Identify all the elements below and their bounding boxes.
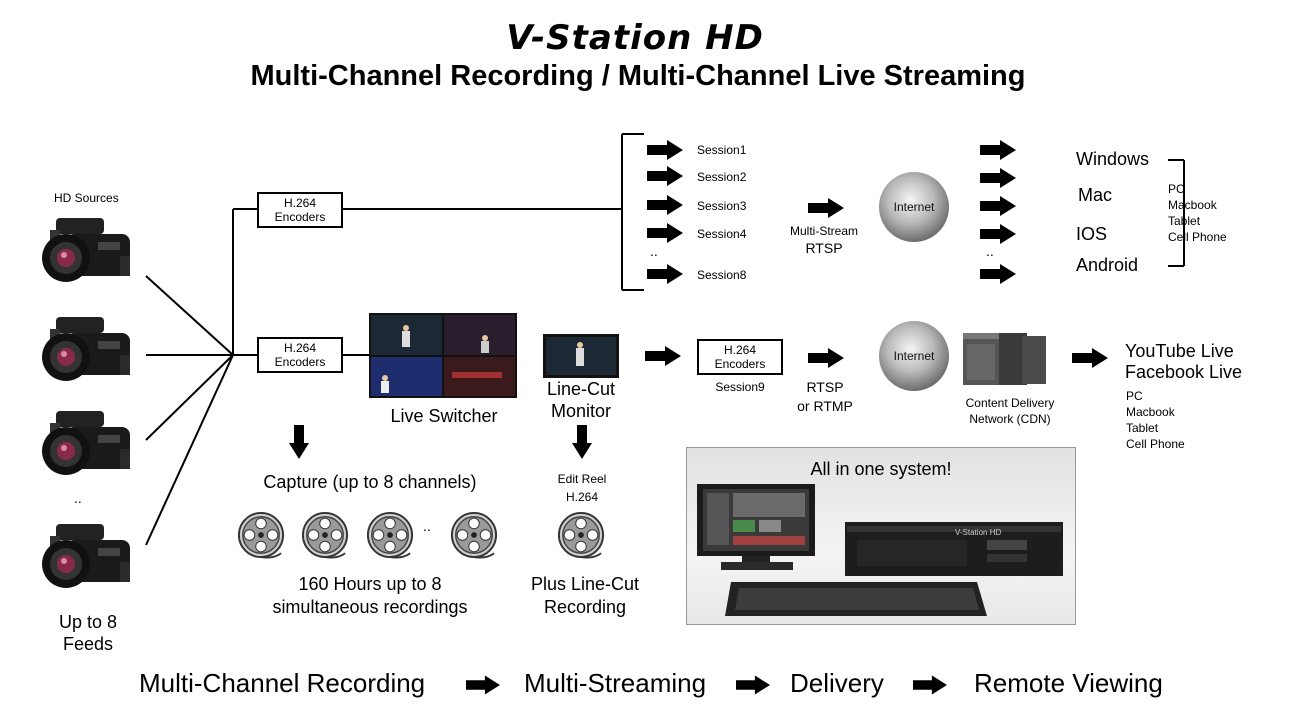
camera-icon (42, 411, 130, 475)
arrow-icon (647, 195, 683, 215)
encoder-label: Encoders (274, 355, 326, 369)
arrow-icon (980, 264, 1016, 284)
os-label: IOS (1076, 224, 1108, 244)
page-subtitle: Multi-Channel Recording / Multi-Channel … (250, 60, 1026, 92)
film-reel-icon (366, 511, 414, 559)
feeds-line2: Feeds (62, 634, 114, 654)
page-title: V-Station HD (506, 18, 764, 58)
capture-hours-line2: simultaneous recordings (272, 597, 468, 617)
film-reel-icon (557, 511, 605, 559)
device-type: Cell Phone (1168, 230, 1227, 244)
arrow-icon (913, 675, 947, 695)
edit-reel-codec: H.264 (565, 490, 599, 504)
session9-label: Session9 (715, 380, 765, 394)
connector-lines (145, 133, 1185, 546)
session-label: Session1 (697, 143, 747, 157)
arrow-icon (980, 140, 1016, 160)
encoder-label: Encoders (714, 357, 766, 371)
arrow-icon (647, 223, 683, 243)
system-label: All in one system! (810, 459, 952, 479)
encoder-codec: H.264 (723, 343, 757, 357)
sources-ellipsis: .. (74, 490, 82, 506)
plus-line-cut-line2: Recording (543, 597, 627, 617)
capture-label: Capture (up to 8 channels) (263, 472, 477, 492)
cdn-line1: Content Delivery (965, 396, 1055, 410)
arrow-icon (980, 168, 1016, 188)
cdn-line2: Network (CDN) (969, 412, 1051, 426)
encoder-box-top: H.264 Encoders (257, 192, 343, 228)
camera-icon (42, 317, 130, 381)
edit-reel-label: Edit Reel (557, 472, 607, 486)
arrow-icon (980, 224, 1016, 244)
multistream-line1: Multi-Stream (789, 224, 858, 238)
globe-icon (879, 172, 949, 242)
os-label: Android (1076, 255, 1139, 275)
youtube-live-label: YouTube Live (1125, 341, 1234, 361)
system-brand-label: V-Station HD (955, 528, 1002, 537)
hd-sources-label: HD Sources (54, 191, 119, 205)
camera-icon (42, 218, 130, 282)
device-type: Macbook (1168, 198, 1217, 212)
system-hardware-icon (697, 484, 1063, 616)
encoder-box-right: H.264 Encoders (697, 339, 783, 375)
arrow-icon (736, 675, 770, 695)
device-type: Macbook (1126, 405, 1175, 419)
arrow-icon (980, 196, 1016, 216)
session-label: Session4 (697, 227, 747, 241)
film-reel-icon (237, 511, 285, 559)
encoder-label: Encoders (274, 210, 326, 224)
flow-step: Remote Viewing (974, 668, 1163, 698)
camera-icon (42, 524, 130, 588)
arrow-icon (1072, 348, 1108, 368)
flow-step: Delivery (790, 668, 884, 698)
arrow-down-icon (289, 425, 309, 459)
capture-ellipsis: .. (423, 518, 431, 534)
film-reel-icon (450, 511, 498, 559)
internet-label: Internet (893, 200, 935, 214)
os-label: Windows (1076, 149, 1150, 169)
live-switcher-label: Live Switcher (390, 406, 498, 426)
session-label: Session8 (697, 268, 747, 282)
devices-ellipsis: .. (986, 243, 994, 259)
rtmp-line1: RTSP (806, 379, 844, 395)
encoder-box-middle: H.264 Encoders (257, 337, 343, 373)
device-type: Tablet (1168, 214, 1201, 228)
line-cut-line1: Line-Cut (546, 379, 616, 399)
device-type: PC (1168, 182, 1185, 196)
flow-step: Multi-Streaming (524, 668, 707, 698)
arrow-down-icon (572, 425, 592, 459)
capture-hours-line1: 160 Hours up to 8 (298, 574, 442, 594)
system-photo: All in one system! V-Station HD (686, 447, 1076, 625)
session-label: Session2 (697, 170, 747, 184)
device-type: PC (1126, 389, 1143, 403)
plus-line-cut-line1: Plus Line-Cut (530, 574, 640, 594)
line-cut-monitor-screen (543, 334, 619, 378)
encoder-codec: H.264 (283, 196, 317, 210)
device-type: Tablet (1126, 421, 1159, 435)
flow-step: Multi-Channel Recording (139, 668, 426, 698)
facebook-live-label: Facebook Live (1125, 362, 1243, 382)
device-type: Cell Phone (1126, 437, 1185, 451)
session-label: Session3 (697, 199, 747, 213)
arrow-icon (808, 198, 844, 218)
arrow-icon (808, 348, 844, 368)
os-label: Mac (1078, 185, 1113, 205)
internet-label: Internet (893, 349, 935, 363)
live-switcher-screen (369, 313, 517, 398)
globe-icon (879, 321, 949, 391)
arrow-icon (645, 346, 681, 366)
rtmp-line2: or RTMP (797, 398, 853, 414)
arrow-icon (647, 140, 683, 160)
film-reel-icon (301, 511, 349, 559)
arrow-icon (466, 675, 500, 695)
sessions-ellipsis: .. (650, 243, 658, 259)
line-cut-line2: Monitor (550, 401, 612, 421)
server-icon (963, 333, 1046, 385)
feeds-line1: Up to 8 (58, 612, 118, 632)
encoder-codec: H.264 (283, 341, 317, 355)
arrow-icon (647, 264, 683, 284)
multistream-line2: RTSP (805, 240, 843, 256)
arrow-icon (647, 166, 683, 186)
